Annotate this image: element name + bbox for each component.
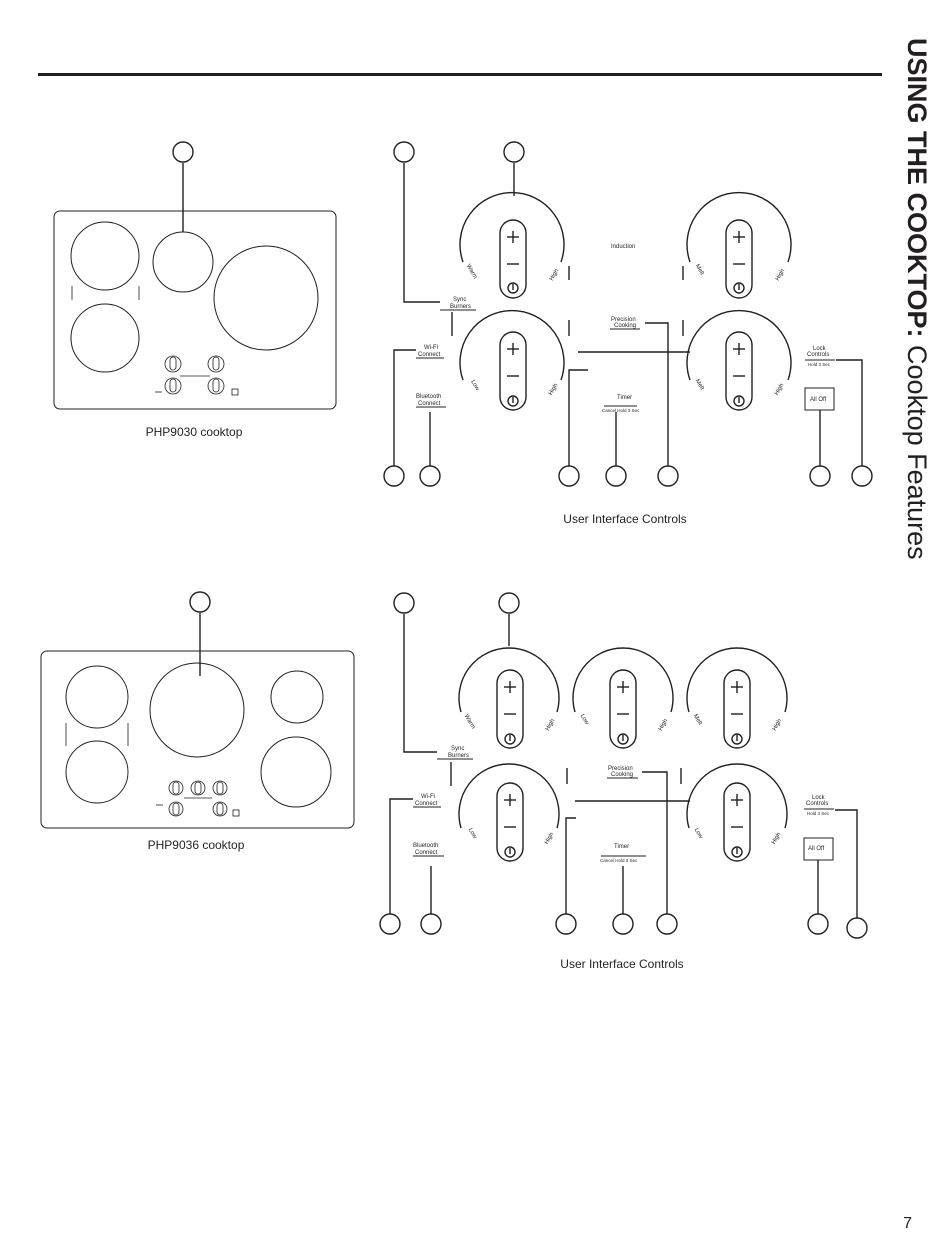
cooktop-mini-controls [155,355,239,396]
section-title: USING THE COOKTOP: Cooktop Features [896,38,936,678]
php9030-cooktop-illustration [53,141,337,410]
lock-controls-label-1b: Lock [812,795,826,801]
sync-burners-label-2b: Burners [448,753,469,759]
dial-2-left-label: Melt [694,263,705,276]
all-off-label: All Off [810,397,827,403]
dial-6-right-label: High [658,718,669,732]
lock-controls-label-1: Lock [813,346,827,352]
precision-cooking-label-2b: Cooking [611,772,633,778]
induction-label: Induction [611,244,635,250]
dial-1-left-label: Warm [465,263,478,280]
php9036-caption: PHP9036 cooktop [147,838,245,852]
wifi-connect-label-1b: Wi-Fi [421,794,435,800]
callout-circles-2 [379,592,868,939]
dial-7-right-label: High [772,718,783,732]
precision-cooking-label-1: Precision [611,317,636,323]
cooktop-mini-controls-2 [156,780,240,817]
timer-label: Timer [617,395,632,401]
section-title-light: Cooktop Features [902,338,932,560]
php9036-ui-controls: Warm High Low High Melt High Low [379,592,868,939]
wifi-connect-label-2: Connect [418,352,441,358]
dial-6-left-label: Low [579,713,590,726]
bluetooth-connect-label-2: Connect [418,401,441,407]
dial-3-right-label: High [548,383,559,397]
dial-4-left-label: Melt [694,378,705,391]
wifi-connect-label-1: Wi-Fi [424,345,438,351]
ui-controls-caption-1: User Interface Controls [563,512,687,526]
dial-5-left-label: Warm [463,713,476,730]
page-number: 7 [903,1215,912,1232]
wifi-connect-label-2b: Connect [415,801,438,807]
callout-circle [189,591,211,613]
precision-cooking-label-1b: Precision [608,766,633,772]
precision-cooking-label-2: Cooking [614,323,636,329]
bluetooth-connect-label-1: Bluetooth [416,394,441,400]
php9030-ui-controls: Warm High Melt High Low High Melt [383,141,873,487]
header-rule [38,73,882,76]
svg-text:USING THE COOKTOP: Cooktop Fea: USING THE COOKTOP: Cooktop Features [902,38,932,560]
timer-label-b: Timer [614,844,629,850]
dial-4-right-label: High [774,383,785,397]
bluetooth-connect-label-2b: Connect [415,850,438,856]
php9030-caption: PHP9030 cooktop [145,425,243,439]
section-title-bold: USING THE COOKTOP: [902,38,932,338]
callout-circle [172,141,194,163]
timer-sub-label: Cancel Hold 3 Sec [602,408,640,413]
section-title-graphic: USING THE COOKTOP: Cooktop Features [902,38,932,560]
dial-8-right-label: High [544,832,555,846]
dial-3-left-label: Low [469,379,480,392]
lock-controls-sub-label-b: Hold 3 Sec [807,811,830,816]
dial-9-left-label: Low [693,827,704,840]
section-1-diagrams: Warm High Melt High Low High Melt [53,141,873,487]
dial-2-right-label: High [775,268,786,282]
dial-8-left-label: Low [467,827,478,840]
sync-burners-label-1: Sync [453,297,466,303]
lock-controls-label-2b: Controls [806,801,828,807]
timer-sub-label-b: Cancel Hold 3 Sec [600,858,638,863]
sync-burners-label-2: Burners [450,304,471,310]
dial-5-right-label: High [545,718,556,732]
all-off-label-b: All Off [808,846,825,852]
sync-burners-label-1b: Sync [451,746,464,752]
ui-controls-caption-2: User Interface Controls [560,957,684,971]
dial-9-right-label: High [771,832,782,846]
section-2-diagrams: Warm High Low High Melt High Low [40,591,868,939]
dial-7-left-label: Melt [692,713,703,726]
dial-1-right-label: High [549,268,560,282]
callout-circles [383,141,873,487]
php9036-cooktop-illustration [40,591,355,829]
lock-controls-label-2: Controls [807,352,829,358]
bluetooth-connect-label-1b: Bluetooth [413,843,438,849]
lock-controls-sub-label: Hold 3 Sec [808,362,831,367]
